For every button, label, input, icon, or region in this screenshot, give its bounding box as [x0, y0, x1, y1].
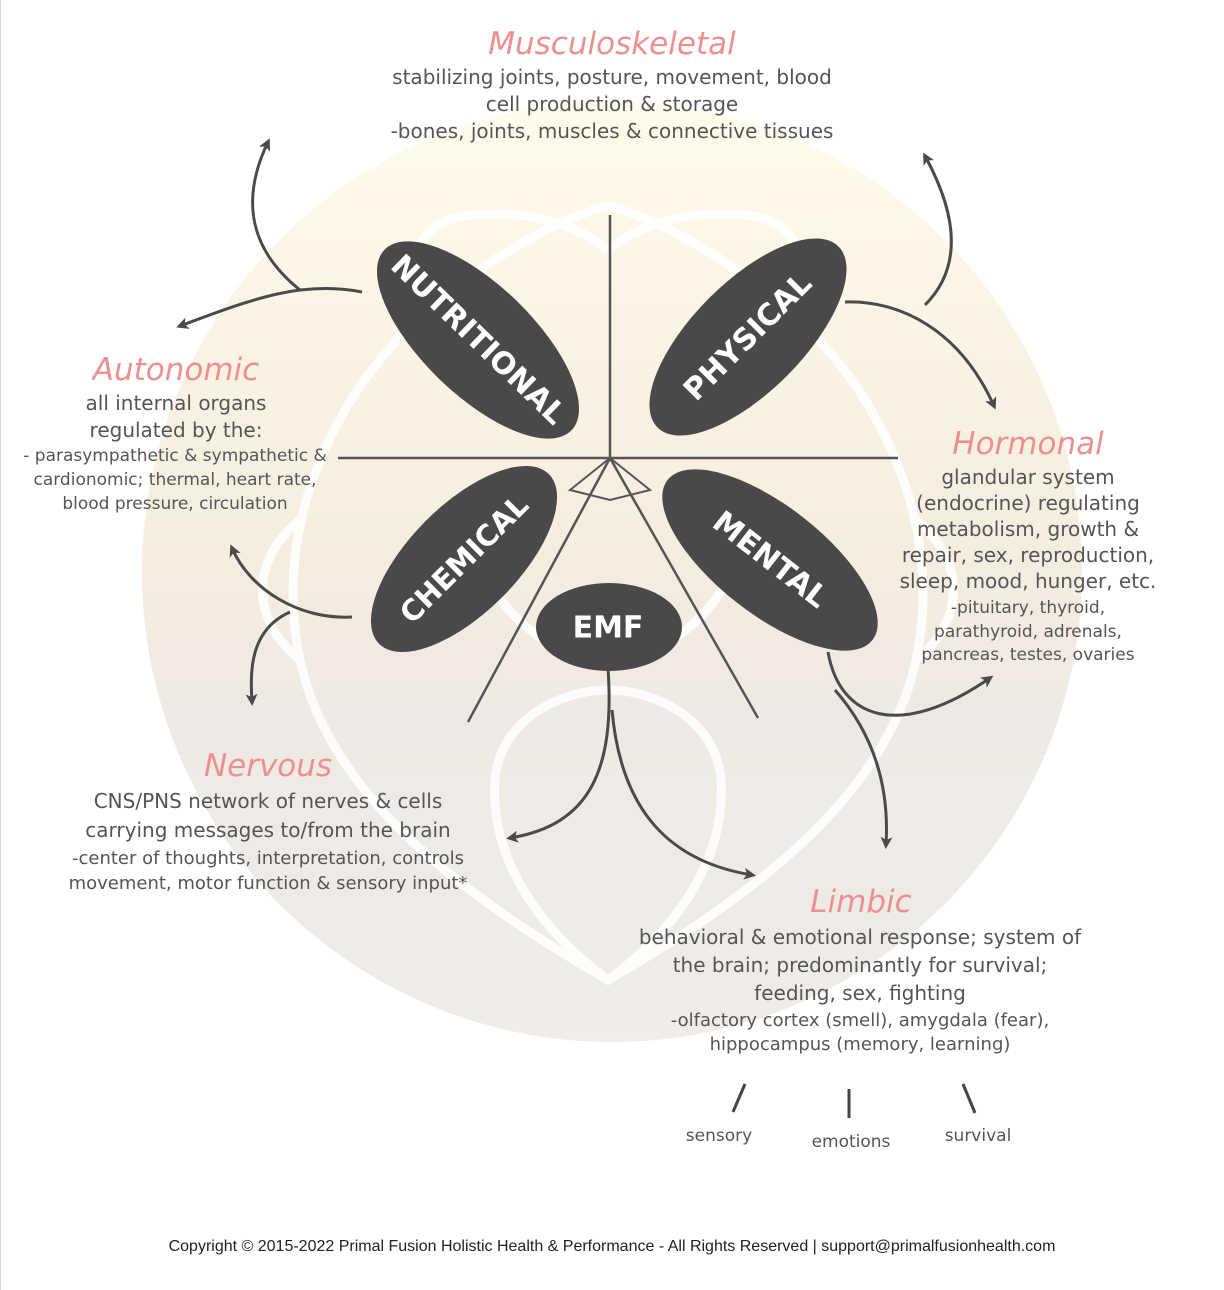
hormonal-line6: -pituitary, thyroid,: [950, 598, 1106, 618]
stressor-emf-label: EMF: [573, 611, 644, 646]
autonomic-line2: regulated by the:: [89, 418, 263, 442]
nervous-line2: carrying messages to/from the brain: [85, 818, 451, 842]
stressor-physical: PHYSICAL: [649, 238, 847, 436]
autonomic-title: Autonomic: [92, 352, 260, 388]
autonomic-line3: - parasympathetic & sympathetic &: [23, 446, 327, 466]
page-border: [0, 0, 1, 1290]
connector-arrows: [176, 138, 997, 880]
hormonal-title: Hormonal: [952, 426, 1104, 462]
limbic-line5: hippocampus (memory, learning): [709, 1034, 1011, 1055]
nervous-line3: -center of thoughts, interpretation, con…: [71, 848, 465, 869]
copyright-footer: Copyright © 2015-2022 Primal Fusion Holi…: [168, 1238, 1056, 1255]
limbic-line2: the brain; predominantly for survival;: [672, 953, 1048, 977]
musculoskeletal-title: Musculoskeletal: [488, 26, 736, 62]
hormonal-line2: (endocrine) regulating: [916, 491, 1140, 515]
divider-lines: [338, 215, 898, 723]
limbic-line4: -olfactory cortex (smell), amygdala (fea…: [670, 1010, 1050, 1031]
nervous-line1: CNS/PNS network of nerves & cells: [93, 789, 443, 813]
limbic-line3: feeding, sex, fighting: [754, 981, 966, 1005]
hormonal-line4: repair, sex, reproduction,: [901, 543, 1155, 567]
limbic-title: Limbic: [810, 884, 912, 920]
hormonal-line1: glandular system: [941, 465, 1115, 489]
branch-emotions: emotions: [811, 1132, 891, 1152]
branch-survival: survival: [944, 1126, 1012, 1146]
musculoskeletal-line2: cell production & storage: [485, 92, 739, 116]
hormonal-line3: metabolism, growth &: [916, 517, 1140, 541]
autonomic-line5: blood pressure, circulation: [62, 494, 288, 514]
limbic-branch-ticks: [731, 1083, 977, 1118]
hormonal-line8: pancreas, testes, ovaries: [921, 645, 1135, 665]
autonomic-line4: cardionomic; thermal, heart rate,: [33, 470, 317, 490]
nervous-line4: movement, motor function & sensory input…: [68, 873, 468, 894]
autonomic-line1: all internal organs: [85, 391, 267, 415]
musculoskeletal-line1: stabilizing joints, posture, movement, b…: [392, 65, 832, 89]
musculoskeletal-line3: -bones, joints, muscles & connective tis…: [390, 119, 834, 143]
nervous-title: Nervous: [203, 748, 333, 784]
hormonal-line7: parathyroid, adrenals,: [934, 622, 1122, 642]
hormonal-line5: sleep, mood, hunger, etc.: [899, 569, 1157, 593]
stressor-emf: EMF: [536, 583, 682, 671]
branch-sensory: sensory: [685, 1126, 753, 1146]
limbic-line1: behavioral & emotional response; system …: [638, 925, 1082, 949]
